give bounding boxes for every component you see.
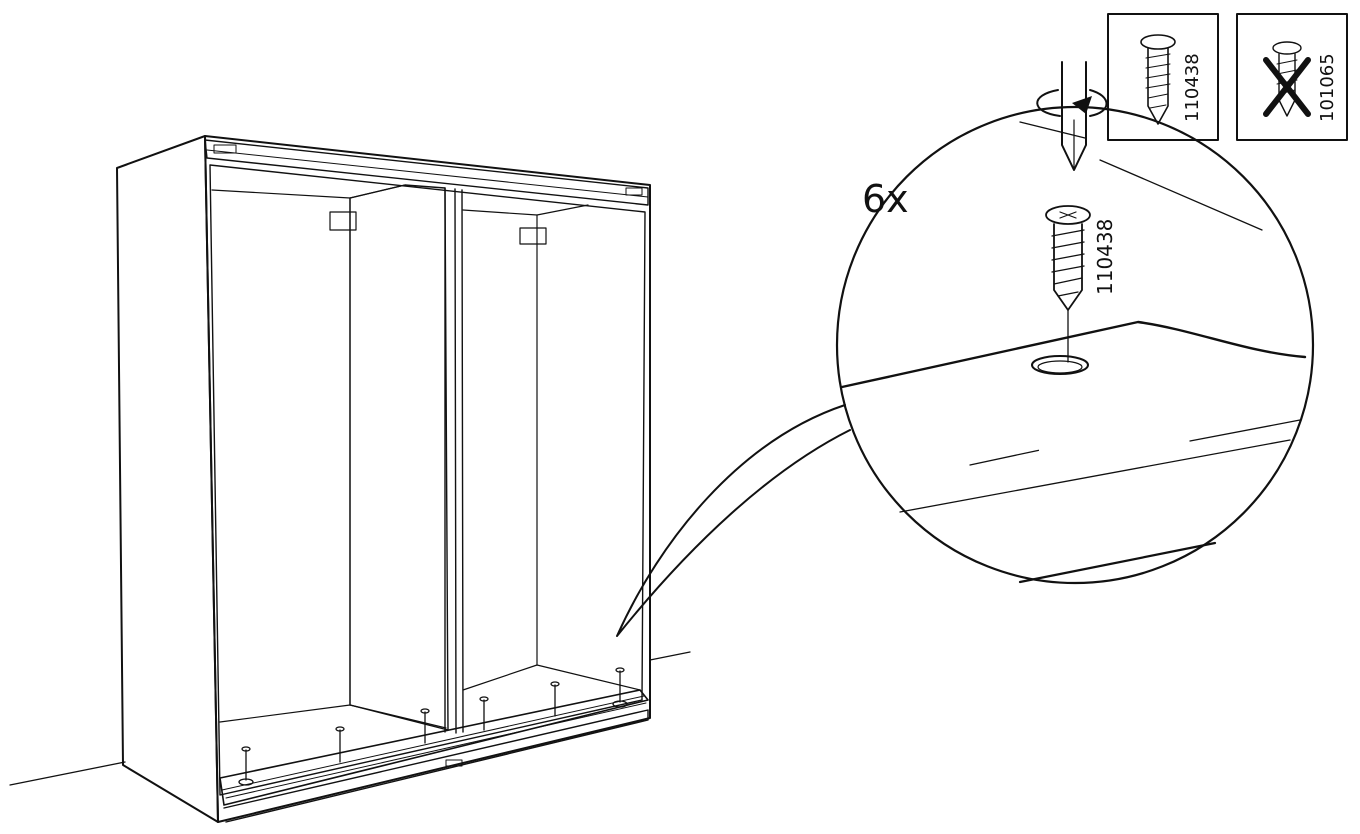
detail-screw-icon bbox=[1045, 205, 1091, 363]
quantity-label: 6x bbox=[862, 177, 909, 221]
screw-icon bbox=[1140, 34, 1176, 125]
correct-screw-box: 110438 bbox=[1107, 13, 1219, 141]
detail-screw-part-number: 110438 bbox=[1093, 219, 1117, 295]
callout-pointer bbox=[616, 404, 851, 637]
screwdriver-icon bbox=[1061, 61, 1087, 171]
wrong-screw-box: 101065 bbox=[1236, 13, 1348, 141]
bottom-rail-screws bbox=[238, 667, 628, 786]
floor-line bbox=[9, 651, 691, 786]
screw-crossed-icon bbox=[1263, 41, 1311, 117]
detail-circle bbox=[835, 105, 1315, 585]
rotate-arrow-icon bbox=[1036, 89, 1108, 117]
correct-screw-part-number: 110438 bbox=[1182, 53, 1203, 122]
wrong-screw-part-number: 101065 bbox=[1317, 53, 1338, 122]
wardrobe bbox=[116, 135, 651, 823]
